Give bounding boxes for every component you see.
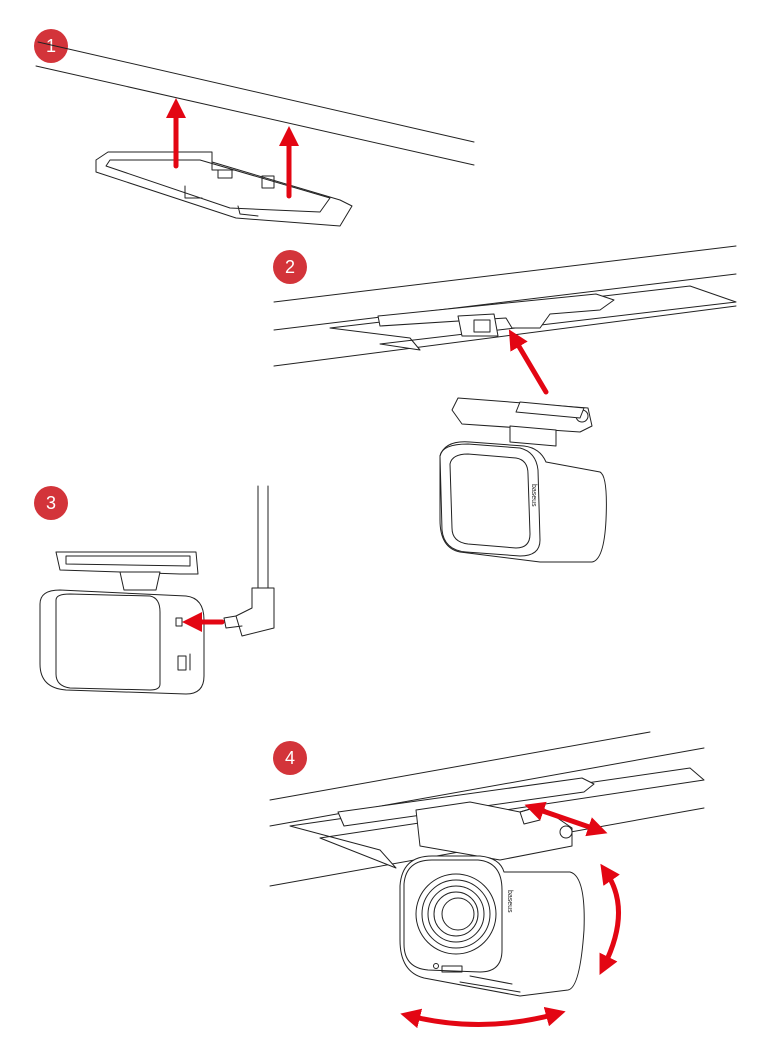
- windshield-edge-line: [35, 65, 475, 166]
- vertical-tilt-arrow: [599, 863, 621, 975]
- camera-logo: baseus: [530, 484, 537, 507]
- adhesive-mount: [95, 151, 353, 227]
- windshield-edge-line: [273, 273, 737, 331]
- step-3-badge: 3: [34, 486, 68, 520]
- camera-side-view: [39, 551, 205, 695]
- camera-front-view: baseus: [399, 855, 585, 997]
- slide-arrow: [508, 329, 549, 395]
- windshield-edge-line: [273, 305, 737, 367]
- horizontal-slide-arrow: [524, 801, 608, 837]
- adhesive-film: [289, 767, 705, 869]
- camera-logo: baseus: [506, 890, 513, 913]
- step-4-badge: 4: [273, 741, 307, 775]
- windshield-edge-line: [37, 41, 475, 143]
- step-1-illustration: [35, 41, 475, 227]
- power-cable: [223, 485, 275, 637]
- step-2-badge: 2: [273, 250, 307, 284]
- camera-body: baseus: [439, 397, 607, 563]
- mounted-bracket: [377, 293, 615, 337]
- windshield-edge-line: [269, 731, 651, 801]
- step-3-illustration: [39, 485, 275, 695]
- step-1-badge: 1: [34, 29, 68, 63]
- horizontal-rotate-arrow: [400, 1006, 566, 1029]
- windshield-edge-line: [273, 245, 737, 303]
- step-4-illustration: baseus: [269, 731, 705, 1029]
- step-2-illustration: baseus: [273, 245, 737, 563]
